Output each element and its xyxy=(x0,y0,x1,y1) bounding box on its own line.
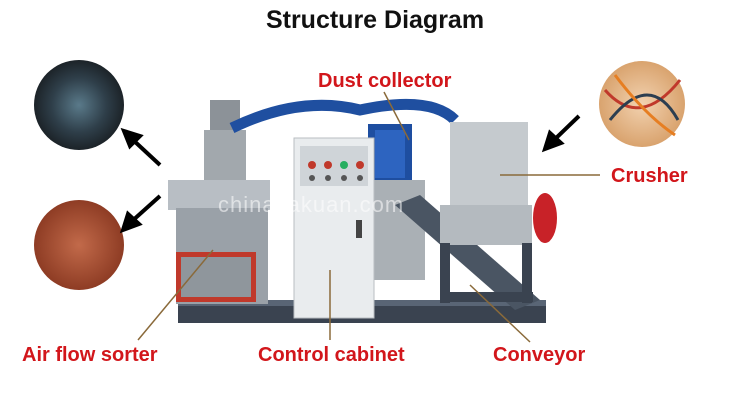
label-crusher: Crusher xyxy=(611,165,688,188)
plastic-granules-image xyxy=(34,60,124,150)
copper-powder-image xyxy=(34,200,124,290)
label-conveyor: Conveyor xyxy=(493,344,585,367)
label-air-flow-sorter: Air flow sorter xyxy=(22,344,158,367)
arrow-crusher-icon xyxy=(545,116,579,149)
scrap-wire-image xyxy=(599,61,685,147)
label-control-cabinet: Control cabinet xyxy=(258,344,405,367)
dust-duct xyxy=(232,104,455,128)
arrow-granules-icon xyxy=(124,131,160,165)
arrow-copper-icon xyxy=(123,196,160,230)
control-cabinet-unit xyxy=(294,138,374,318)
watermark: chinayakuan.com xyxy=(218,192,404,218)
label-dust-collector: Dust collector xyxy=(318,70,451,93)
